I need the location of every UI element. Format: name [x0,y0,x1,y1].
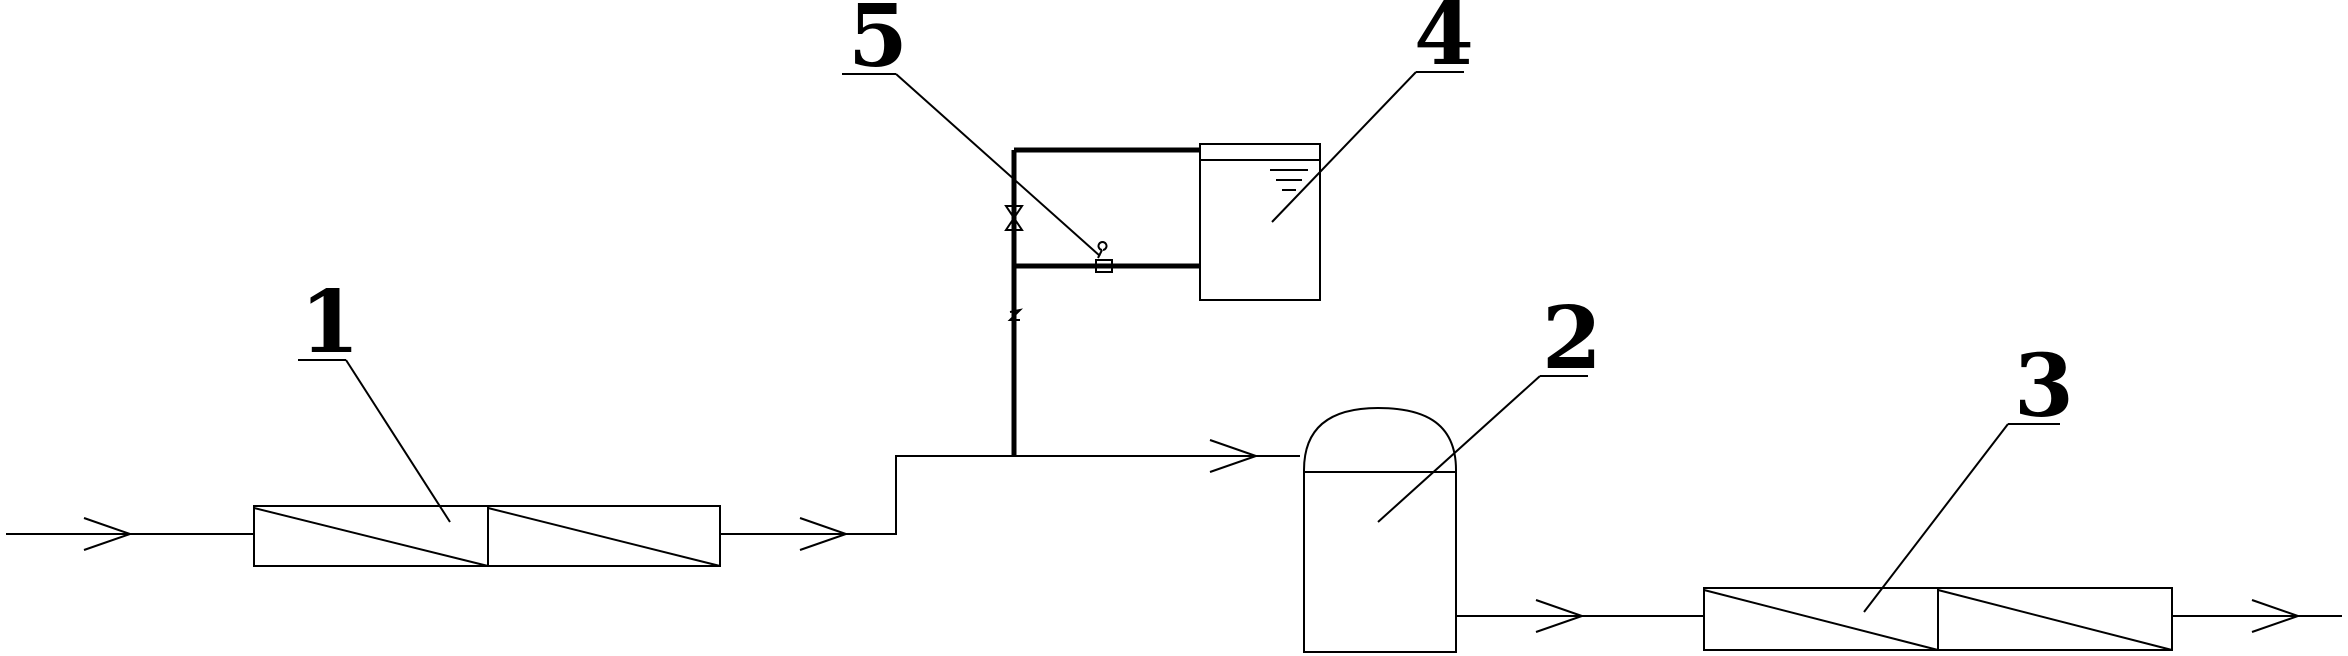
component-2-domed-vessel [1303,406,1457,653]
shutoff-valve-icon [1004,205,1024,231]
transfer-flow-arrow-2 [1209,439,1260,473]
transfer-flow-arrow-1 [799,517,850,551]
outlet-transfer-flow-arrow [1535,599,1586,633]
unit-3-horizontal-vessel [1703,587,2173,651]
inlet-flow-arrow [83,517,134,551]
inlet-pipe [6,517,254,551]
outlet-transfer-pipe [1456,599,1704,633]
outlet-flow-arrow [2251,599,2302,633]
label-component-1: 1 [300,272,360,373]
check-valve-icon [1007,308,1024,321]
dosing-branch-piping [1004,147,1200,456]
component-4-tank [1199,143,1321,301]
unit-1-horizontal-vessel [253,505,721,567]
leader-lines [298,71,2060,613]
label-component-3: 3 [2014,336,2074,437]
component-5-valve [1095,241,1113,273]
label-component-4: 4 [1414,0,1474,85]
label-component-5: 5 [848,0,908,87]
label-component-2: 2 [1542,288,1602,389]
outlet-pipe [2172,599,2342,633]
transfer-pipe [720,439,1300,551]
